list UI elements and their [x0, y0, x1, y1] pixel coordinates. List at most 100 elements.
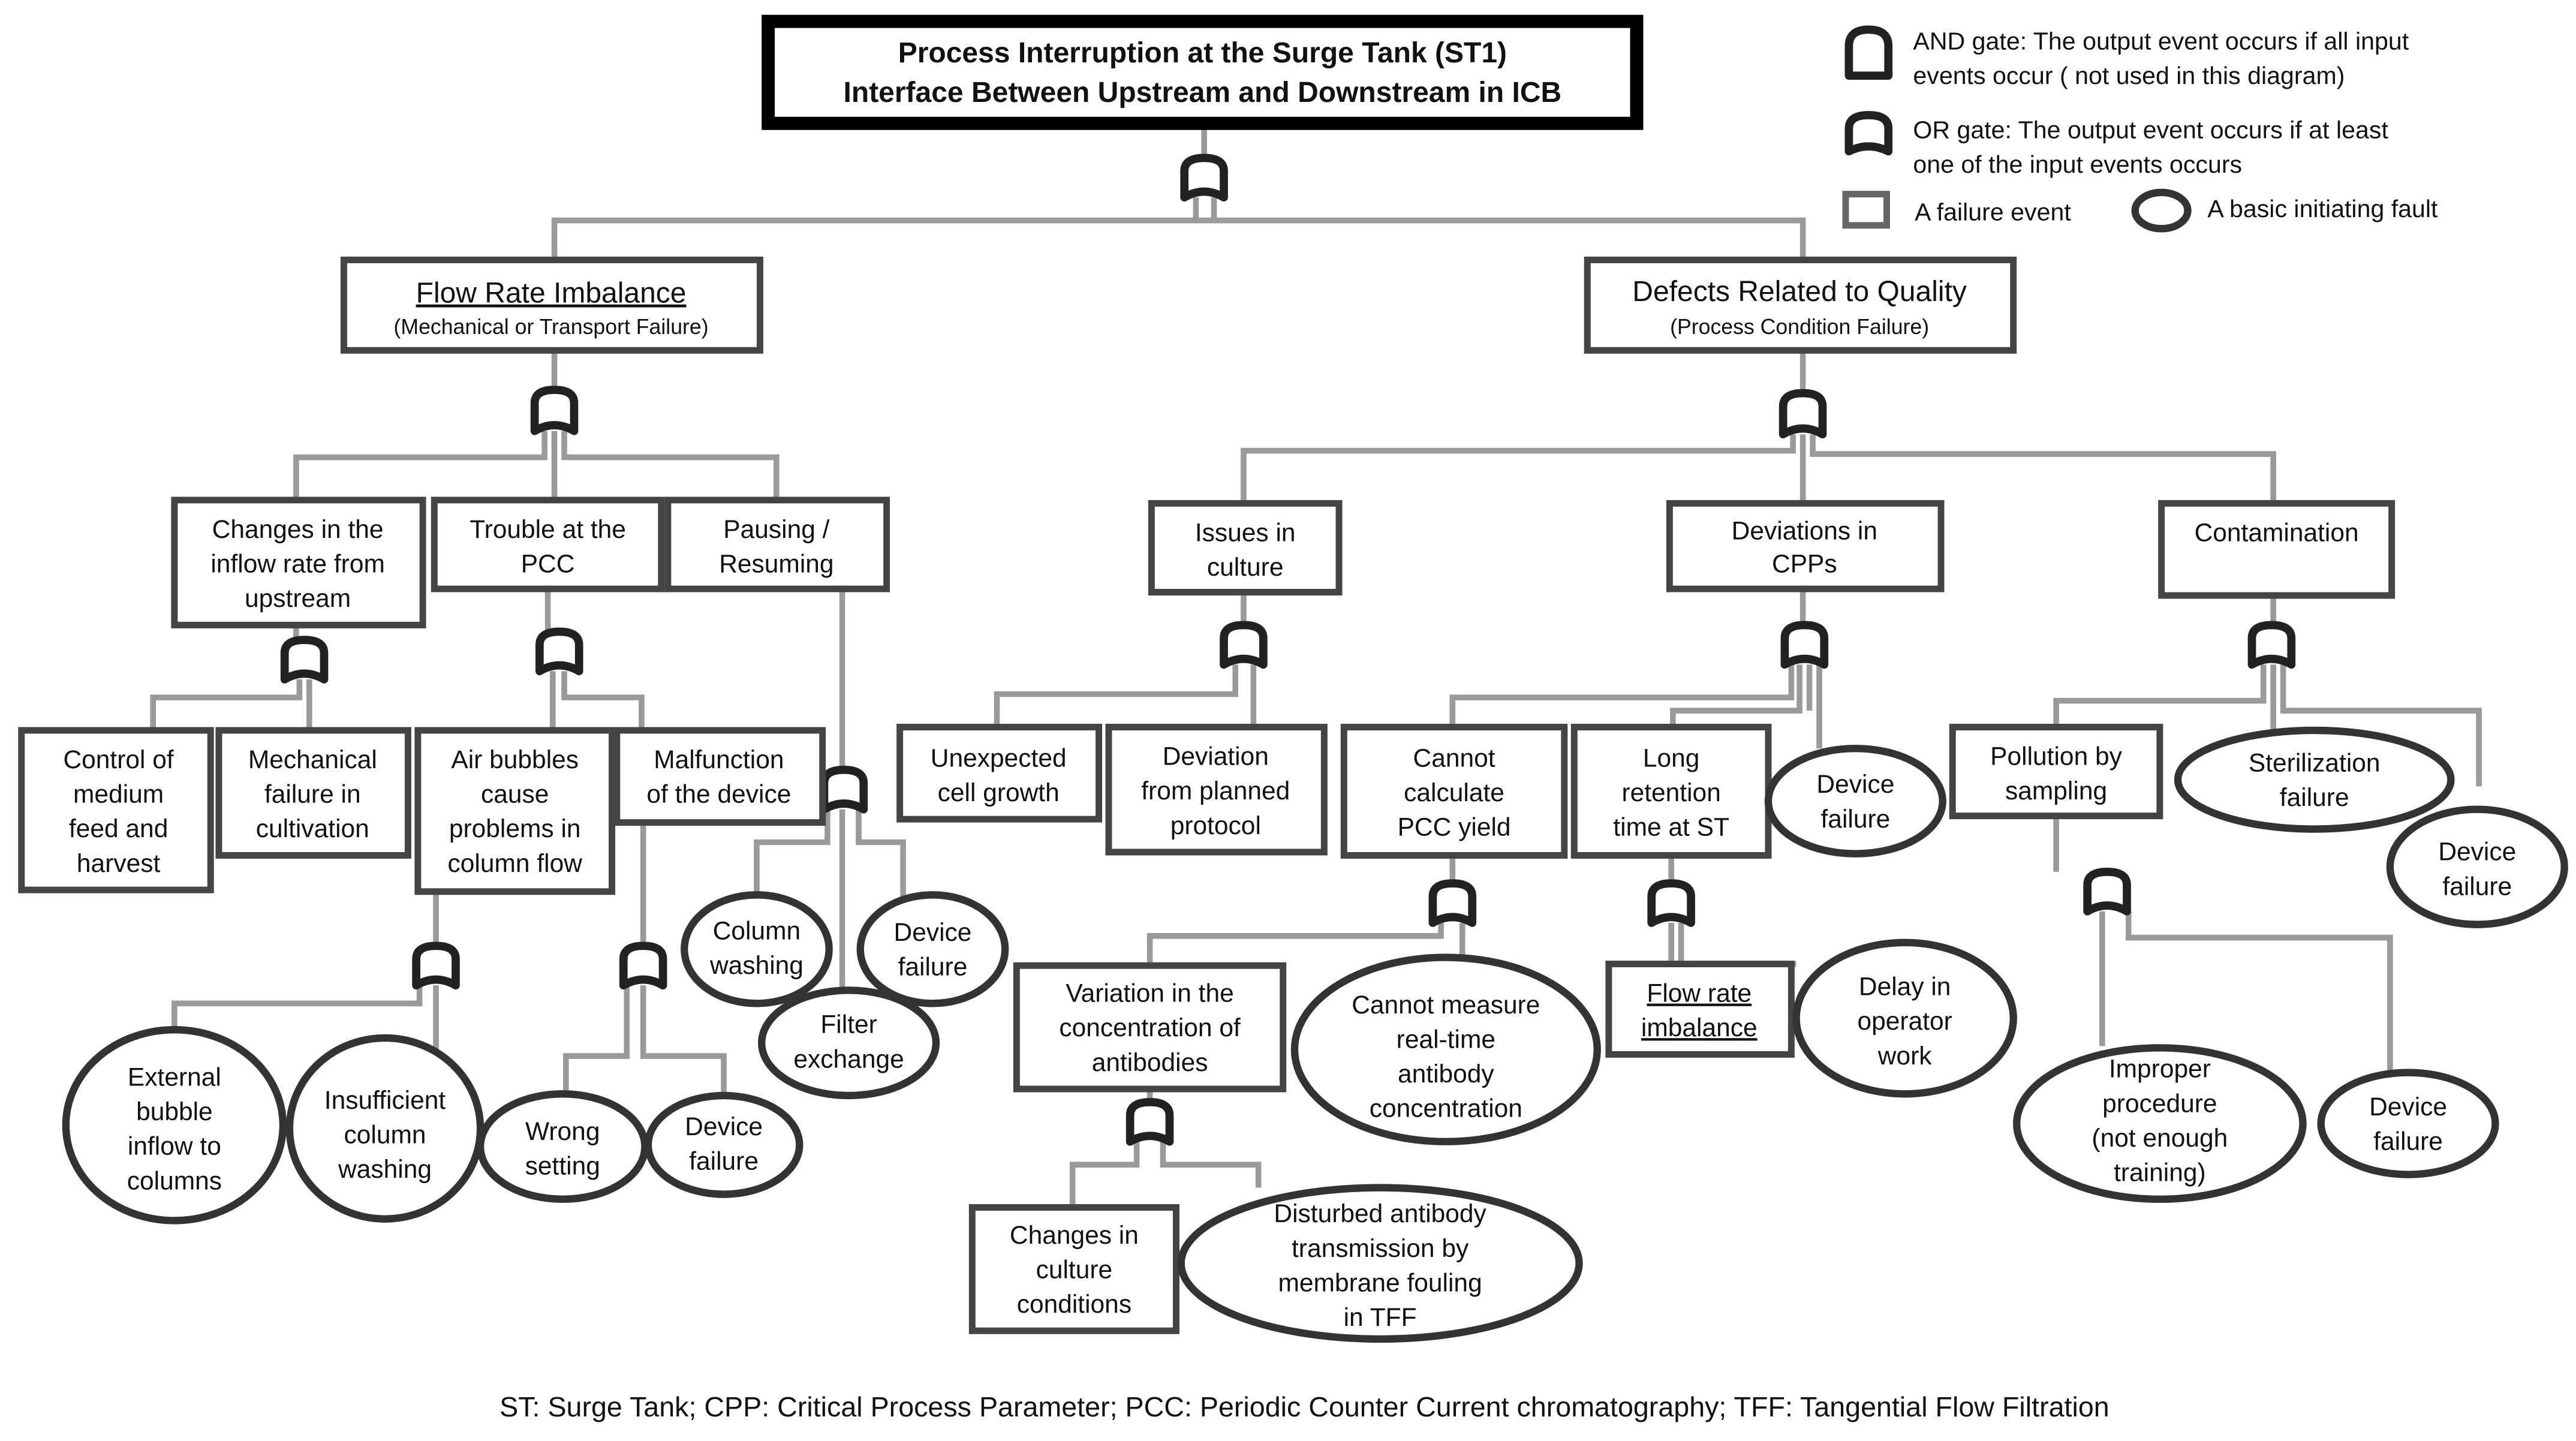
event-pausing: Pausing / Resuming	[664, 497, 890, 592]
footnote: ST: Surge Tank; CPP: Critical Process Pa…	[499, 1391, 2109, 1422]
or-gate-icon	[1780, 621, 1829, 669]
or-gate-legend-icon	[1844, 111, 1893, 156]
event-quality-defects: Defects Related to Quality (Process Cond…	[1584, 256, 2017, 354]
event-pcc-yield-line: PCC yield	[1398, 814, 1511, 842]
event-culture-changes-line: Changes in	[1010, 1222, 1139, 1250]
fault-column-washing-line: washing	[709, 952, 804, 980]
event-mechanical-failure-line: cultivation	[256, 815, 369, 843]
legend: AND gate: The output event occurs if all…	[1842, 25, 2438, 233]
fault-operator-delay-line: work	[1877, 1042, 1932, 1070]
event-air-bubbles-line: Air bubbles	[451, 746, 579, 774]
fault-external-bubble-line: External	[128, 1063, 221, 1091]
or-gate-icon	[1778, 389, 1827, 439]
event-medium-control-line: Control of	[63, 746, 173, 774]
legend-and-gate-line-1: AND gate: The output event occurs if all…	[1913, 27, 2409, 55]
event-unexpected-growth-line: Unexpected	[931, 744, 1067, 772]
event-long-retention-line: retention	[1621, 779, 1720, 807]
title-line-1: Process Interruption at the Surge Tank (…	[898, 37, 1507, 69]
or-gate-icon	[2247, 621, 2296, 669]
event-protocol-deviation-line: from planned	[1141, 777, 1290, 805]
legend-failure-event: A failure event	[1915, 198, 2071, 226]
fault-wrong-setting: Wrong setting	[476, 1090, 649, 1203]
fault-device-failure-malfunction-line: failure	[689, 1147, 759, 1175]
event-quality-defects-subtitle: (Process Condition Failure)	[1670, 315, 1929, 339]
fault-improper-procedure-line: training)	[2114, 1159, 2206, 1187]
event-unexpected-growth: Unexpected cell growth	[896, 723, 1103, 823]
event-long-retention-line: time at ST	[1613, 814, 1729, 842]
fault-column-washing: Column washing	[681, 891, 833, 1007]
event-cpp-deviations-line: Deviations in	[1732, 518, 1877, 546]
event-protocol-deviation: Deviation from planned protocol	[1105, 723, 1328, 856]
event-medium-control-line: medium	[73, 781, 164, 809]
fault-device-failure-sampling-line: Device	[2369, 1093, 2447, 1121]
connector-lines	[150, 127, 2482, 1208]
fault-operator-delay-line: operator	[1858, 1007, 1952, 1036]
or-gate-icon	[1180, 154, 1228, 202]
event-air-bubbles-line: problems in	[449, 815, 581, 843]
event-inflow-changes: Changes in the inflow rate from upstream	[171, 497, 426, 628]
event-antibody-variation-line: Variation in the	[1066, 980, 1233, 1008]
event-pcc-trouble: Trouble at the PCC	[431, 497, 665, 592]
event-culture-changes-line: conditions	[1017, 1290, 1131, 1319]
event-inflow-changes-line: inflow rate from	[210, 550, 385, 579]
fault-insufficient-washing-line: washing	[338, 1156, 432, 1184]
event-contamination-line: Contamination	[2195, 519, 2359, 547]
event-pausing-line: Resuming	[719, 550, 833, 579]
fault-membrane-fouling-line: Disturbed antibody	[1274, 1200, 1486, 1228]
fault-membrane-fouling: Disturbed antibody transmission by membr…	[1177, 1184, 1583, 1343]
fault-filter-exchange-line: Filter	[820, 1011, 877, 1039]
or-gate-icon	[1220, 621, 1268, 669]
event-unexpected-growth-line: cell growth	[938, 779, 1060, 807]
fault-device-failure-pausing-line: failure	[898, 953, 968, 982]
or-gate-icon	[1647, 879, 1695, 927]
event-device-malfunction-line: of the device	[646, 781, 791, 809]
fault-device-failure-malfunction-line: Device	[685, 1113, 763, 1141]
fault-realtime-measurement-line: antibody	[1398, 1060, 1494, 1088]
fault-operator-delay-line: Delay in	[1859, 973, 1951, 1001]
or-gate-icon	[412, 941, 460, 990]
fault-device-failure-cpp-line: failure	[1821, 805, 1891, 834]
event-long-retention-line: Long	[1643, 744, 1700, 772]
fault-membrane-fouling-line: membrane fouling	[1278, 1269, 1482, 1297]
fault-filter-exchange-line: exchange	[793, 1045, 904, 1073]
event-protocol-deviation-line: protocol	[1170, 812, 1261, 840]
or-gate-icon	[535, 627, 583, 676]
event-air-bubbles: Air bubbles cause problems in column flo…	[414, 727, 616, 895]
basic-fault-legend-icon	[2131, 188, 2192, 233]
event-long-retention: Long retention time at ST	[1570, 723, 1772, 859]
fault-device-failure-pausing: Device failure	[856, 891, 1009, 1007]
event-culture-changes: Changes in culture conditions	[968, 1204, 1179, 1334]
fault-membrane-fouling-line: transmission by	[1292, 1235, 1469, 1263]
fault-external-bubble-line: columns	[127, 1167, 222, 1195]
event-flow-rate-imbalance-subtitle: (Mechanical or Transport Failure)	[393, 315, 708, 339]
event-culture-issues-line: Issues in	[1195, 519, 1296, 547]
fault-column-washing-line: Column	[713, 917, 801, 945]
event-flow-imbalance-st: Flow rate imbalance	[1605, 961, 1795, 1058]
event-culture-issues: Issues in culture	[1148, 500, 1343, 596]
or-gate-icon	[619, 941, 667, 990]
event-sampling-pollution-line: Pollution by	[1990, 743, 2122, 771]
and-gate-icon	[1844, 25, 1893, 80]
or-gates	[280, 154, 2296, 1146]
fault-insufficient-washing: Insufficient column washing	[285, 1034, 484, 1223]
event-flow-imbalance-st-line: imbalance	[1641, 1014, 1758, 1042]
fault-filter-exchange: Filter exchange	[758, 986, 940, 1100]
event-cpp-deviations-line: CPPs	[1772, 550, 1837, 579]
fault-improper-procedure: Improper procedure (not enough training)	[2013, 1044, 2307, 1203]
event-cpp-deviations: Deviations in CPPs	[1666, 500, 1945, 592]
fault-sterilization-failure: Sterilization failure	[2174, 726, 2455, 833]
event-contamination: Contamination	[2158, 500, 2396, 599]
fault-device-failure-cpp-line: Device	[1816, 771, 1894, 799]
fault-device-failure-pausing-line: Device	[894, 919, 972, 947]
event-medium-control: Control of medium feed and harvest	[18, 727, 214, 894]
failure-event-legend-icon	[1842, 191, 1890, 229]
fault-sterilization-failure-line: failure	[2280, 784, 2349, 812]
fault-improper-procedure-line: (not enough	[2092, 1124, 2228, 1153]
fault-realtime-measurement-line: concentration	[1370, 1095, 1522, 1123]
or-gate-icon	[1428, 879, 1477, 927]
event-medium-control-line: harvest	[77, 850, 161, 878]
fault-membrane-fouling-line: in TFF	[1344, 1304, 1417, 1332]
event-pcc-trouble-line: Trouble at the	[470, 516, 626, 544]
event-flow-rate-imbalance-title: Flow Rate Imbalance	[416, 278, 687, 309]
event-pcc-yield-line: calculate	[1404, 779, 1504, 807]
